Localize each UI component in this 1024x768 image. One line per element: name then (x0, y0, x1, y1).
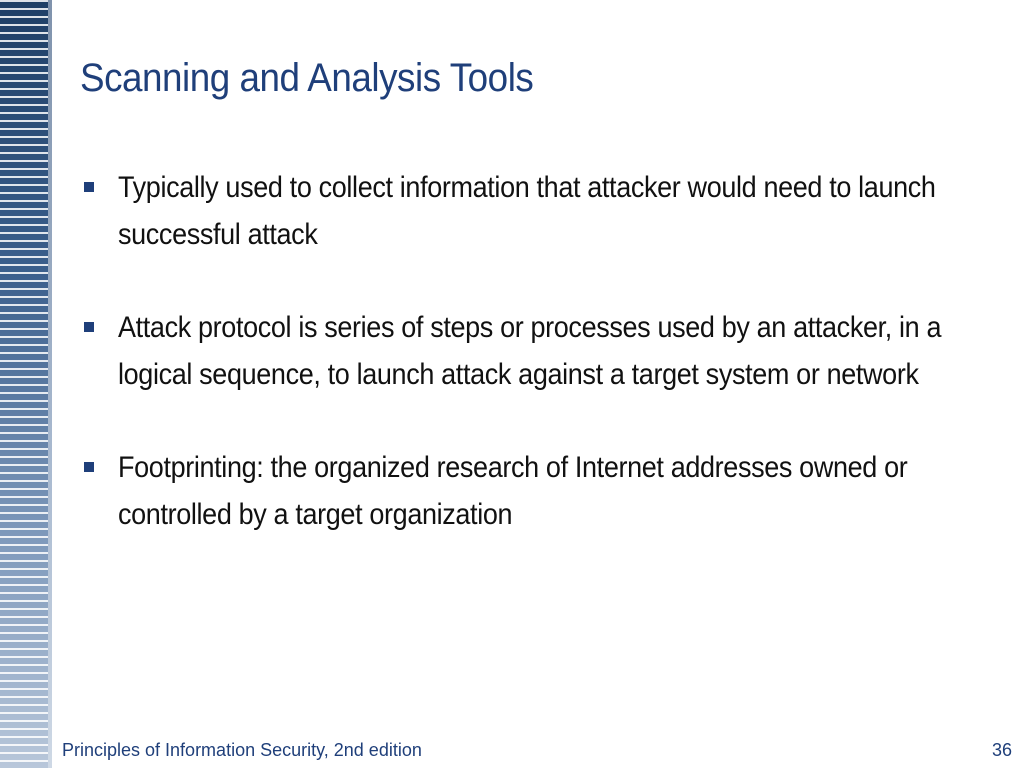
page-number: 36 (991, 740, 1012, 760)
square-bullet-icon (84, 322, 94, 332)
square-bullet-icon (84, 182, 94, 192)
decorative-stripe-edge (48, 0, 52, 768)
bullet-item: Typically used to collect information th… (80, 164, 980, 258)
slide-title: Scanning and Analysis Tools (80, 56, 534, 100)
decorative-stripe-bar (0, 0, 48, 768)
bullet-item: Attack protocol is series of steps or pr… (80, 304, 980, 398)
footer-text: Principles of Information Security, 2nd … (62, 740, 422, 760)
bullet-text: Typically used to collect information th… (118, 171, 936, 251)
bullet-item: Footprinting: the organized research of … (80, 444, 980, 538)
bullet-text: Attack protocol is series of steps or pr… (118, 311, 942, 391)
bullet-list: Typically used to collect information th… (80, 164, 980, 584)
bullet-text: Footprinting: the organized research of … (118, 451, 908, 531)
square-bullet-icon (84, 462, 94, 472)
